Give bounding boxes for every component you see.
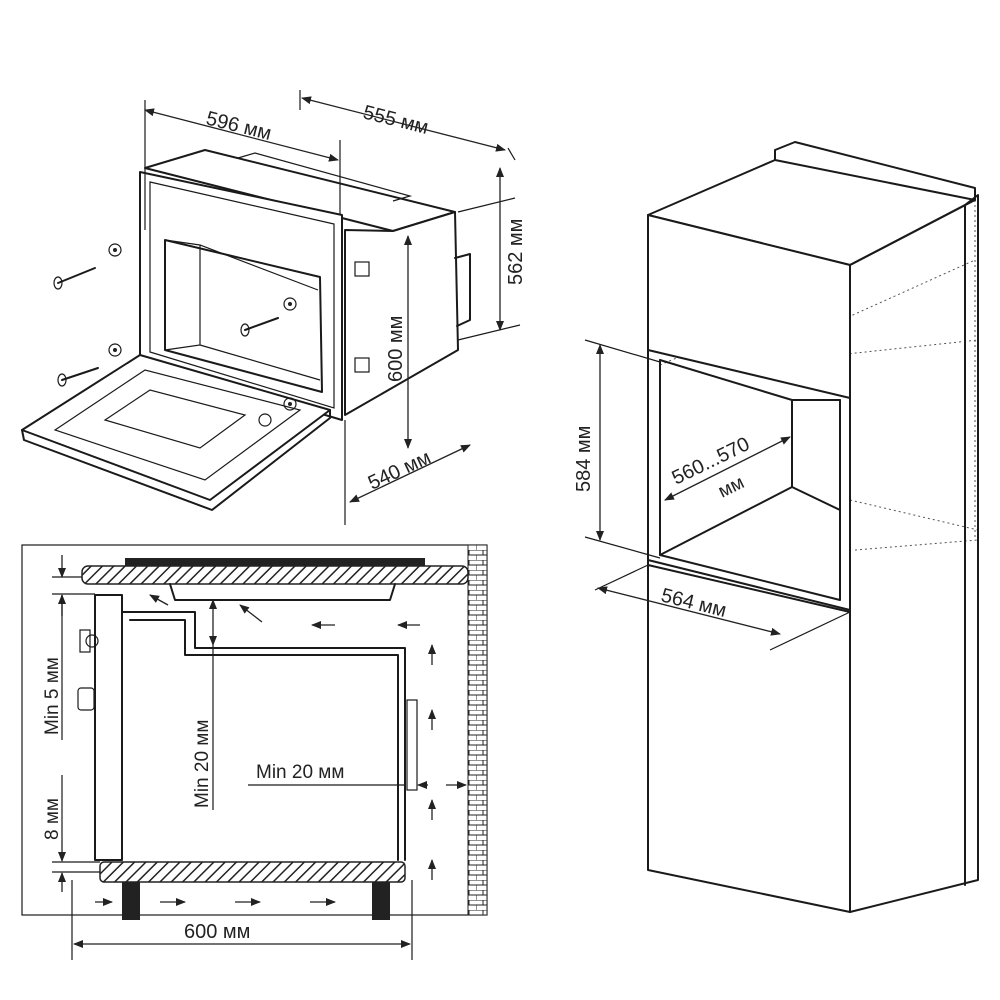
niche-height-label: 584 мм: [573, 426, 595, 492]
oven-width-label: 596 мм: [204, 108, 274, 145]
side-gap-label: Min 20 мм: [256, 762, 344, 783]
installation-section-view: Min 5 мм Min 20 мм Min 20 мм 8 мм 600 мм: [21, 544, 488, 960]
oven-front-height-label: 600 мм: [385, 316, 407, 382]
section-width-label: 600 мм: [184, 921, 250, 943]
screw-icon: [53, 243, 297, 411]
oven-height-label: 562 мм: [505, 219, 527, 285]
oven-depth-label: 555 мм: [361, 102, 431, 139]
top-gap-label: Min 5 мм: [42, 657, 63, 735]
oven-isometric-view: 596 мм 555 мм 562 мм 600 мм 540 мм: [21, 90, 527, 525]
airflow-arrows: [95, 594, 436, 906]
tall-cabinet-view: 584 мм 560...570 мм 564 мм: [573, 141, 979, 913]
inner-top-gap-label: Min 20 мм: [192, 720, 213, 808]
oven-bottom-depth-label: 540 мм: [365, 447, 435, 495]
niche-width-unit: мм: [715, 472, 748, 502]
bottom-gap-label: 8 мм: [42, 798, 63, 840]
